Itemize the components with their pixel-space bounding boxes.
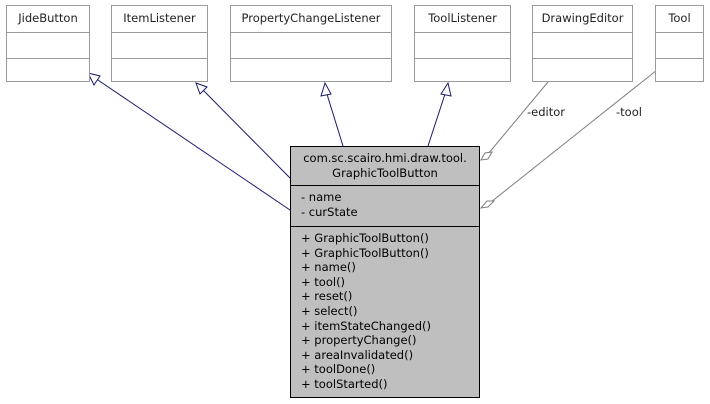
attribute-row: - curState: [301, 205, 358, 219]
class-box-propertychangelistener[interactable]: PropertyChangeListener: [230, 5, 392, 82]
class-name: GraphicToolButton: [332, 166, 438, 180]
operation-row: + toolStarted(): [301, 376, 388, 391]
operations-section: [415, 58, 510, 83]
attributes-section: [533, 32, 632, 58]
attributes-section: - name - curState: [291, 185, 479, 226]
class-box-drawingeditor[interactable]: DrawingEditor: [532, 5, 633, 82]
operations-section: [656, 58, 703, 83]
class-box-tool[interactable]: Tool: [655, 5, 704, 82]
class-name: DrawingEditor: [541, 11, 624, 25]
operations-section: [112, 58, 207, 83]
class-name: Tool: [668, 11, 691, 25]
arrowhead-itemlistener: [195, 82, 208, 95]
diamond-tool: [479, 200, 496, 209]
attributes-section: [415, 32, 510, 58]
class-package: com.sc.scairo.hmi.draw.tool.: [303, 151, 467, 165]
association-label-editor: -editor: [527, 105, 565, 119]
operations-section: [533, 58, 632, 83]
edge-propertychangelistener: [325, 90, 344, 147]
class-name: JideButton: [18, 11, 78, 25]
operation-row: + select(): [301, 303, 358, 318]
operation-row: + propertyChange(): [301, 333, 417, 348]
class-box-jidebutton[interactable]: JideButton: [6, 5, 90, 82]
attributes-section: [656, 32, 703, 58]
edge-toollistener: [427, 90, 447, 147]
class-name: ItemListener: [123, 11, 196, 25]
attribute-row: - name: [301, 190, 342, 204]
operations-section: + GraphicToolButton() + GraphicToolButto…: [291, 226, 479, 392]
diamond-editor: [480, 151, 493, 161]
class-box-toollistener[interactable]: ToolListener: [414, 5, 511, 82]
class-title: com.sc.scairo.hmi.draw.tool. GraphicTool…: [291, 147, 479, 185]
operation-row: + toolDone(): [301, 362, 376, 377]
attributes-section: [112, 32, 207, 58]
class-box-itemlistener[interactable]: ItemListener: [111, 5, 208, 82]
attributes-section: [231, 32, 391, 58]
arrowhead-toollistener: [440, 81, 452, 97]
operations-section: [7, 58, 89, 83]
edge-tool: [490, 69, 658, 203]
edge-jidebutton: [91, 75, 291, 211]
association-label-tool: -tool: [616, 105, 642, 119]
class-name: ToolListener: [428, 11, 497, 25]
attributes-section: [7, 32, 89, 58]
operation-row: + tool(): [301, 274, 346, 289]
operation-row: + GraphicToolButton(): [301, 245, 429, 260]
class-name: PropertyChangeListener: [241, 11, 381, 25]
operation-row: + name(): [301, 260, 356, 275]
edge-drawingeditor: [487, 81, 549, 155]
operations-section: [231, 58, 391, 83]
operation-row: + areaInvalidated(): [301, 347, 414, 362]
arrowhead-jidebutton: [87, 72, 101, 86]
arrowhead-propertychangelistener: [320, 81, 332, 97]
class-box-graphictoolbutton[interactable]: com.sc.scairo.hmi.draw.tool. GraphicTool…: [290, 146, 480, 398]
operation-row: + reset(): [301, 289, 353, 304]
operation-row: + GraphicToolButton(): [301, 231, 429, 245]
edge-itemlistener: [199, 86, 291, 179]
operation-row: + itemStateChanged(): [301, 318, 432, 333]
